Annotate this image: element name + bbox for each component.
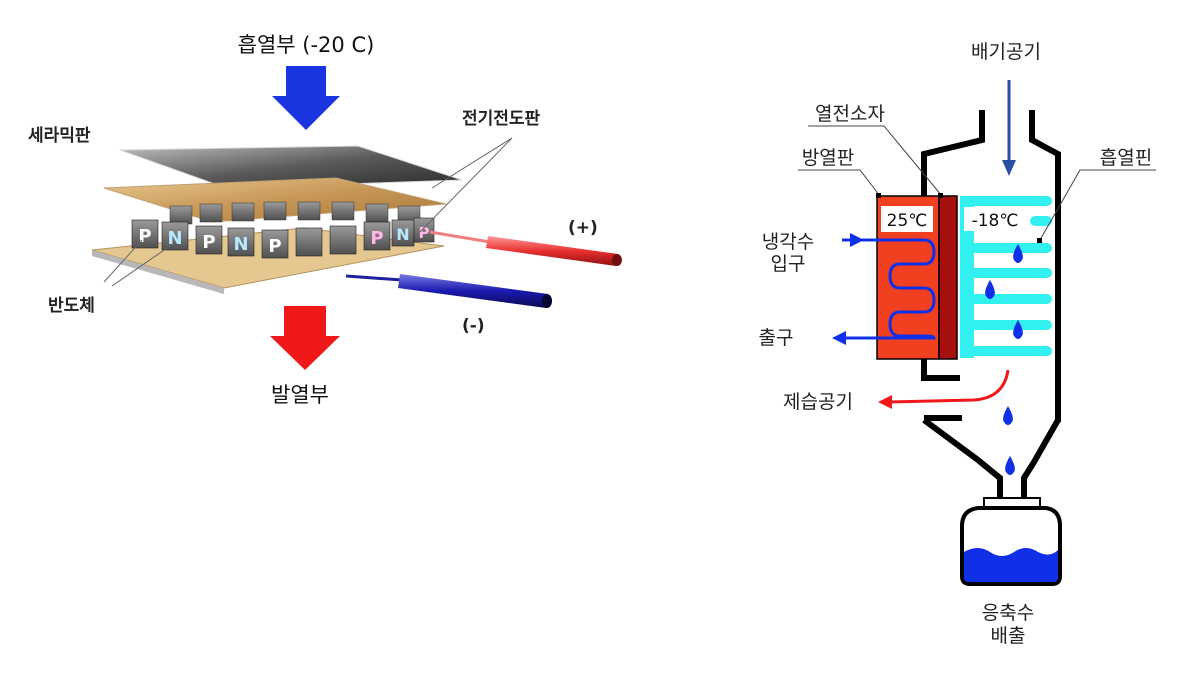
dehumidified-air-label: 제습공기: [783, 391, 853, 413]
leader-dot: [876, 193, 881, 198]
semiconductor-cube-n: [227, 227, 255, 257]
thermoelectric-module-diagram: 흡열부 (-20 C) P N P N: [28, 33, 622, 407]
absorb-fins: -18℃: [960, 196, 1052, 358]
heat-emit-label: 발열부: [271, 383, 329, 407]
semiconductor-cube: [297, 201, 321, 221]
negative-terminal-label: (-): [462, 316, 485, 336]
dehumidifier-diagram: 배기공기 25℃ -18℃: [759, 41, 1156, 647]
coolant-pipe: [842, 238, 936, 340]
fin: [960, 196, 1052, 206]
ceramic-plate-label: 세라믹판: [28, 126, 91, 146]
dehumidified-air-arrowhead: [878, 395, 892, 409]
droplet: [1005, 456, 1015, 475]
thermoelectric-element: [938, 195, 958, 360]
exhaust-air-label: 배기공기: [971, 41, 1041, 63]
droplet: [1013, 244, 1023, 263]
fin: [960, 243, 1052, 253]
base-plate-edge: [92, 250, 224, 294]
condensate-label-line2: 배출: [991, 625, 1026, 647]
coolant-inlet-label-line1: 냉각수: [762, 231, 814, 253]
heat-absorb-label: 흡열부 (-20 C): [238, 33, 375, 57]
positive-terminal-label: (+): [568, 218, 598, 238]
semiconductor-cube: [231, 202, 255, 222]
semiconductor-cube-p: [195, 225, 223, 255]
semiconductor-cube: [365, 203, 389, 223]
fin: [1030, 216, 1052, 226]
leader-dot: [1037, 238, 1042, 243]
condensate-label-line1: 응축수: [982, 602, 1034, 624]
semiconductor-cube: [169, 205, 193, 225]
n-letter: N: [233, 234, 248, 255]
droplet: [985, 280, 995, 299]
negative-wire: [345, 274, 552, 308]
semiconductor-cube: [329, 225, 357, 255]
p-letter: P: [138, 226, 151, 247]
cold-temp-label: -18℃: [972, 211, 1019, 231]
semiconductor-cube: [263, 201, 287, 221]
p-letter: P: [419, 224, 430, 242]
leader-dot: [938, 193, 943, 198]
semiconductor-cube-p: [131, 219, 159, 249]
droplet: [1013, 320, 1023, 339]
hot-temp-label: 25℃: [887, 211, 928, 231]
heat-absorb-arrow: [272, 66, 340, 130]
dehumidified-air-arrow: [887, 369, 1010, 404]
semiconductor-cube-p: [363, 221, 391, 251]
fin: [960, 268, 1052, 278]
heat-sink-plate-label: 방열판: [802, 147, 854, 169]
conductor-plate-label: 전기전도판: [462, 109, 541, 129]
semiconductor-cube: [199, 203, 223, 223]
condensate-water: [964, 548, 1058, 582]
coolant-inlet-arrow: [850, 233, 864, 247]
fin: [960, 320, 1052, 330]
leader-line: [419, 137, 513, 233]
semiconductor-cube: [295, 227, 323, 257]
p-letter: P: [370, 228, 383, 249]
outlet-label: 출구: [759, 327, 794, 349]
n-letter: N: [396, 225, 409, 244]
fin: [960, 294, 1052, 304]
n-letter: N: [167, 228, 182, 249]
leader-line: [798, 169, 881, 197]
leader-line: [111, 245, 171, 287]
leader-line: [808, 125, 943, 197]
leader-line: [431, 137, 513, 189]
cold-temp-box: [964, 207, 1024, 231]
leader-line: [1039, 169, 1156, 241]
semiconductor-label: 반도체: [48, 296, 95, 316]
absorb-fin-label: 흡열핀: [1100, 147, 1152, 169]
thermoelectric-element-label: 열전소자: [815, 103, 885, 125]
heat-emit-arrow: [270, 306, 340, 370]
duct: [921, 110, 1061, 498]
water-droplets: [985, 244, 1023, 535]
ceramic-plate: [119, 145, 463, 189]
p-letter: P: [202, 232, 215, 253]
positive-wire: [429, 230, 622, 266]
exhaust-arrow-head: [1002, 160, 1016, 176]
semiconductor-cube-p: [413, 217, 435, 243]
semiconductor-cube-n: [161, 221, 189, 251]
fin: [960, 346, 1052, 356]
semiconductor-array: P N P N P P N P: [131, 201, 435, 259]
p-letter: P: [268, 236, 281, 257]
semiconductor-cube-p: [261, 229, 289, 259]
droplet: [1003, 406, 1013, 425]
semiconductor-cube: [331, 201, 355, 221]
leader-line: [103, 239, 143, 283]
hot-temp-box: [881, 206, 933, 232]
coolant-outlet-arrow: [832, 331, 846, 345]
coolant-inlet-label-line2: 입구: [771, 253, 806, 275]
